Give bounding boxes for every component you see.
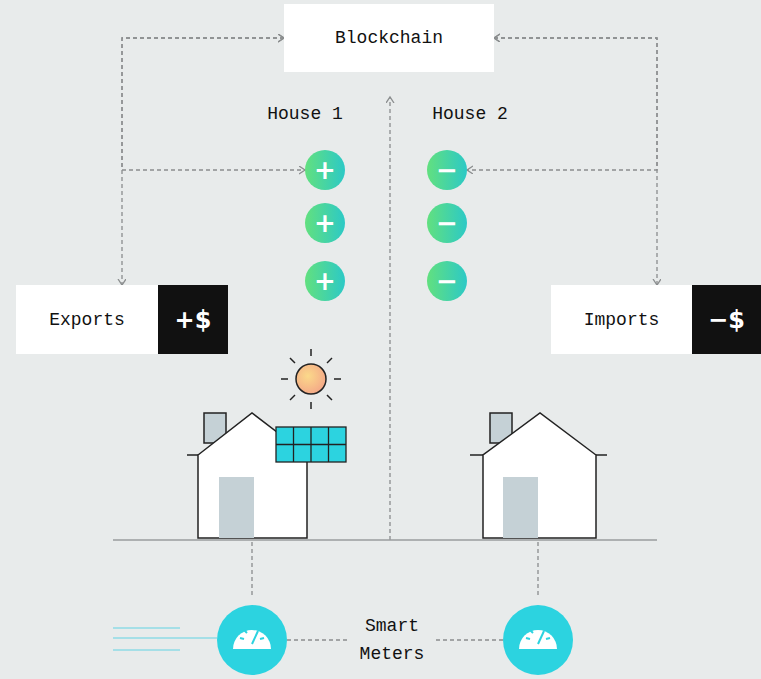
house-label: House 2 bbox=[410, 100, 530, 128]
amount-sign: +$ bbox=[175, 306, 212, 334]
sign-symbol: + bbox=[314, 157, 336, 183]
ledger-box: Imports −$ bbox=[551, 285, 761, 354]
ground-line bbox=[113, 539, 657, 541]
sign-symbol: − bbox=[436, 157, 458, 183]
dashed-connector bbox=[122, 38, 284, 285]
sign-symbol: − bbox=[436, 268, 458, 294]
sign-circle: − bbox=[427, 261, 467, 301]
dashed-connector bbox=[494, 38, 657, 285]
ledger-box: Exports +$ bbox=[16, 285, 228, 354]
box-label: Blockchain bbox=[335, 28, 443, 48]
sign-circle: − bbox=[427, 150, 467, 190]
sun bbox=[281, 349, 341, 409]
sign-circle: + bbox=[305, 261, 345, 301]
ledger-label: Exports bbox=[49, 310, 125, 330]
feed-line bbox=[389, 97, 390, 540]
sign-symbol: + bbox=[314, 210, 336, 236]
smart-meter bbox=[217, 605, 287, 675]
house-label: House 1 bbox=[245, 100, 365, 128]
meter-label: Smart Meters bbox=[337, 612, 447, 668]
sign-circle: − bbox=[427, 203, 467, 243]
sign-circle: + bbox=[305, 150, 345, 190]
amount-sign: −$ bbox=[708, 306, 745, 334]
sign-symbol: + bbox=[314, 268, 336, 294]
sign-circle: + bbox=[305, 203, 345, 243]
flow-lines bbox=[113, 628, 217, 650]
smart-meter bbox=[503, 605, 573, 675]
solar-panel bbox=[276, 427, 346, 462]
ledger-label: Imports bbox=[584, 310, 660, 330]
sign-symbol: − bbox=[436, 210, 458, 236]
blockchain-box: Blockchain bbox=[284, 4, 494, 72]
house-2 bbox=[470, 413, 607, 538]
